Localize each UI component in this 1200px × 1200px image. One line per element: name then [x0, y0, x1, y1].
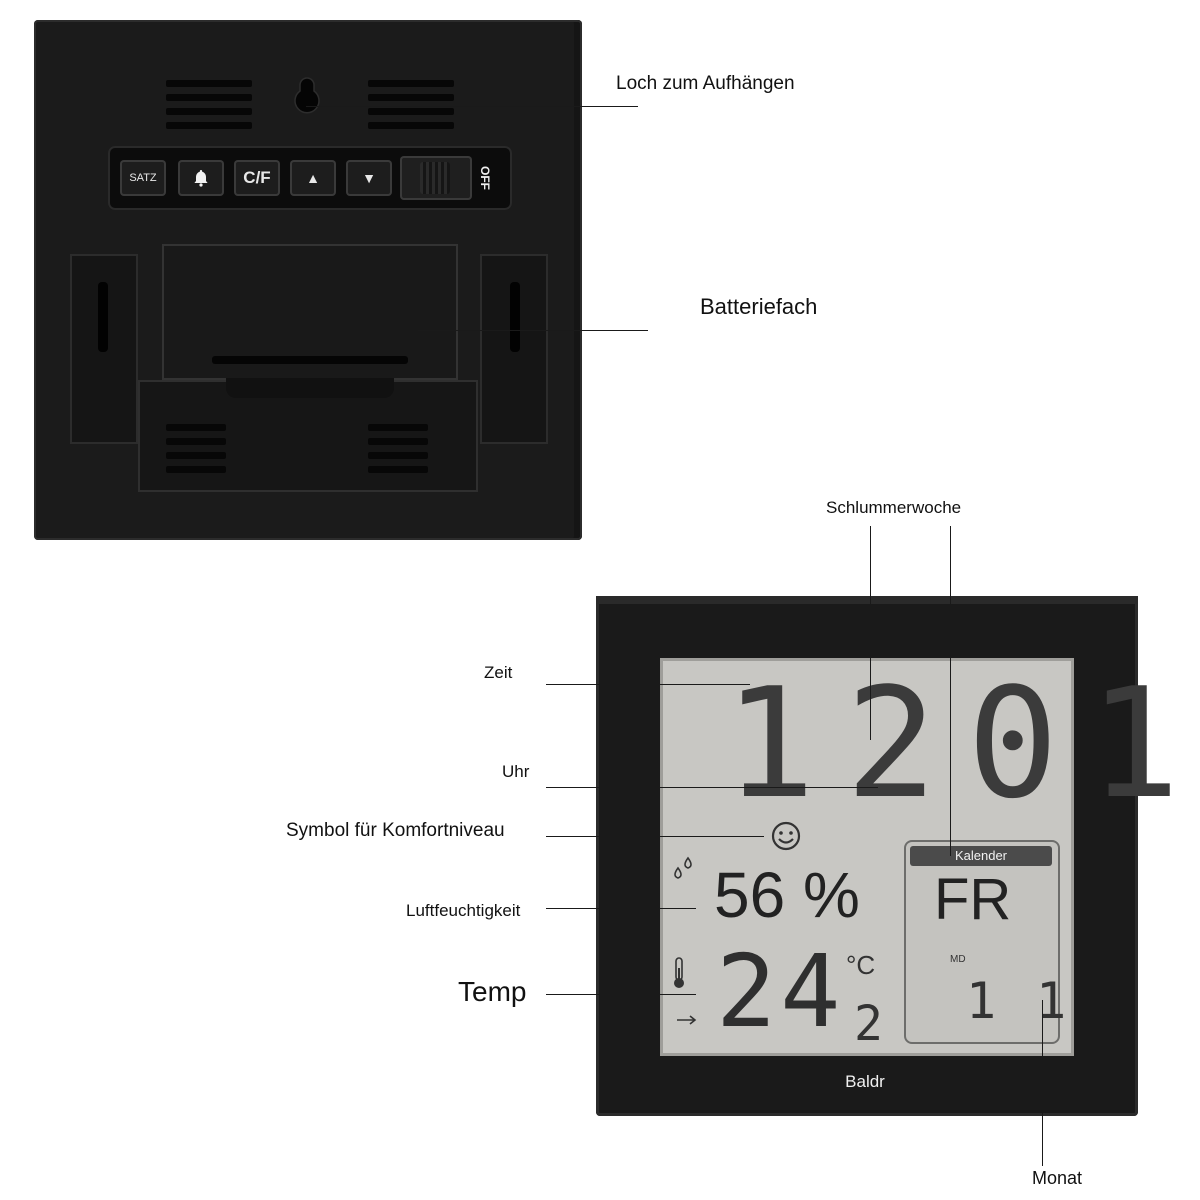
callout-line	[870, 526, 871, 740]
callout-line	[950, 526, 951, 856]
vent-slot	[368, 94, 454, 101]
vent-slot	[368, 122, 454, 129]
calendar-panel	[904, 840, 1060, 1044]
set-button-label: SATZ	[129, 172, 157, 184]
vent-slot	[368, 80, 454, 87]
humidity-value: 56 %	[714, 859, 860, 931]
callout-line	[546, 787, 878, 788]
callout-hanging-hole: Loch zum Aufhängen	[616, 73, 795, 94]
down-button[interactable]: ▼	[346, 160, 392, 196]
callout-line	[306, 106, 638, 107]
callout-time: Zeit	[484, 663, 513, 682]
vent-slot	[368, 108, 454, 115]
callout-battery: Batteriefach	[700, 294, 818, 319]
callout-line	[546, 684, 750, 685]
button-panel: SATZ C/F ▲ ▼ OFF	[108, 146, 512, 210]
temperature-value: 24	[716, 933, 845, 1050]
vent-slot	[166, 94, 252, 101]
comfort-smiley-icon	[771, 821, 801, 851]
time-display: 1201	[724, 655, 1200, 832]
power-switch[interactable]	[400, 156, 472, 200]
off-label: OFF	[478, 166, 492, 190]
device-top-edge	[596, 596, 1138, 604]
hanging-hole-icon	[294, 77, 320, 114]
calendar-header	[910, 846, 1052, 866]
callout-line	[546, 836, 764, 837]
bell-icon	[194, 170, 208, 187]
device-back: SATZ C/F ▲ ▼ OFF	[34, 20, 582, 540]
callout-clock: Uhr	[502, 762, 530, 781]
vent-slot	[166, 122, 252, 129]
alarm-button[interactable]	[178, 160, 224, 196]
vent-slot	[166, 108, 252, 115]
stand-right	[480, 254, 548, 444]
celsius-fahrenheit-button[interactable]: C/F	[234, 160, 280, 196]
thermometer-icon	[674, 957, 684, 988]
humidity-drop-icon	[674, 856, 692, 879]
cf-button-label: C/F	[243, 168, 271, 187]
calendar-header-label: Kalender	[954, 848, 1008, 863]
temperature-decimal: 2	[854, 996, 883, 1052]
vent-slot	[166, 80, 252, 87]
arrow-up-icon: ▲	[306, 170, 320, 186]
lower-panel	[138, 380, 478, 492]
callout-line	[418, 330, 648, 331]
weekday-display: FR	[934, 867, 1012, 932]
power-switch-knob[interactable]	[420, 162, 450, 194]
stand-left	[70, 254, 138, 444]
brand-logo: Baldr	[845, 1072, 885, 1091]
callout-temp: Temp	[458, 976, 527, 1007]
callout-line	[546, 908, 696, 909]
month-day-label: MD	[950, 954, 966, 965]
battery-door-grip	[212, 356, 408, 364]
trend-arrow-icon	[677, 1015, 697, 1025]
date-display: 11	[966, 972, 1107, 1030]
callout-comfort: Symbol für Komfortniveau	[286, 820, 505, 841]
arrow-down-icon: ▼	[362, 170, 376, 186]
callout-line	[546, 994, 696, 995]
callout-humidity: Luftfeuchtigkeit	[406, 901, 521, 920]
temperature-unit: °C	[846, 950, 876, 980]
battery-door-tab[interactable]	[226, 378, 394, 398]
callout-snooze-week: Schlummerwoche	[826, 498, 962, 517]
callout-line	[1042, 1000, 1043, 1166]
set-button[interactable]: SATZ	[120, 160, 166, 196]
callout-month: Monat	[1032, 1168, 1083, 1188]
up-button[interactable]: ▲	[290, 160, 336, 196]
